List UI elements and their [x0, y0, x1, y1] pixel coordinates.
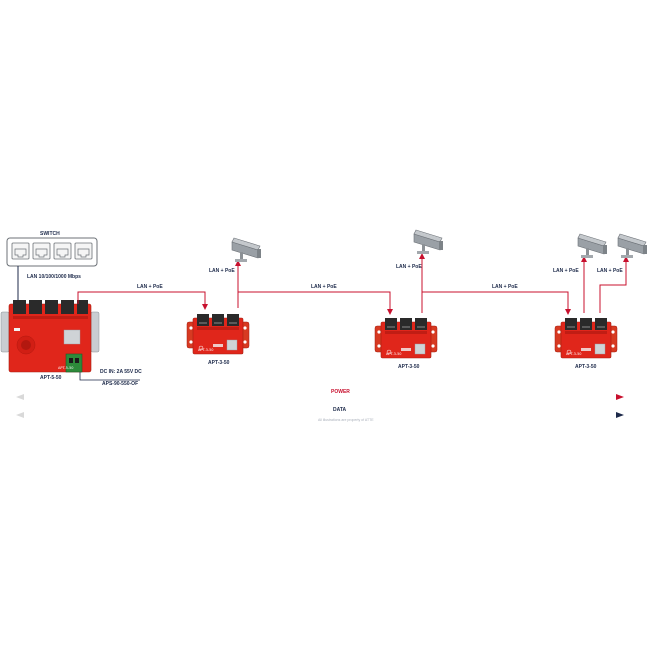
extender-1-name: APT-3-50: [208, 360, 230, 366]
camera-link-3b: [599, 258, 627, 313]
switch-label: SWITCH: [40, 231, 60, 237]
legend-data-arrow: [16, 412, 624, 418]
cctv-camera-icon: [413, 229, 444, 255]
legend-data-label: DATA: [333, 407, 347, 413]
main-unit-board-marking: APT-5-50: [58, 366, 74, 370]
link-label-2: LAN + PoE: [311, 284, 337, 290]
extender-2-name: APT-3-50: [398, 364, 420, 370]
camera-label-2: LAN + PoE: [396, 264, 422, 270]
link-segment-2: [237, 291, 391, 313]
extender-device-1: [186, 313, 250, 355]
camera-label-1: LAN + PoE: [209, 268, 235, 274]
cctv-camera-icon: [577, 233, 608, 259]
switch-speed-label: LAN 10/100/1000 Mbps: [27, 274, 81, 280]
main-unit-name: APT-5-50: [40, 375, 62, 381]
extender-device-2: [374, 317, 438, 359]
extender-2-board-marking: APT-3-50: [386, 352, 402, 356]
extender-3-board-marking: APT-3-50: [566, 352, 582, 356]
extender-1-board-marking: APT-3-50: [198, 348, 214, 352]
main-unit-device: [0, 300, 100, 373]
switch-icon: [6, 237, 98, 267]
link-label-3: LAN + PoE: [492, 284, 518, 290]
legend-power-label: POWER: [331, 389, 350, 395]
extender-3-name: APT-3-50: [575, 364, 597, 370]
link-label-1: LAN + PoE: [137, 284, 163, 290]
cctv-camera-icon: [231, 237, 262, 263]
psu-spec: DC IN: 2A 55V DC: [100, 369, 142, 375]
camera-label-3a: LAN + PoE: [553, 268, 579, 274]
legend-power-arrow: [16, 394, 624, 400]
link-segment-3: [421, 291, 569, 313]
copyright-note: All illustrations are property of ATTE: [318, 418, 374, 422]
camera-label-3b: LAN + PoE: [597, 268, 623, 274]
extender-device-3: [554, 317, 618, 359]
power-supply-icon: [65, 353, 140, 381]
psu-name: APS-90-550-OF: [102, 381, 139, 387]
link-segment-1: [77, 291, 206, 308]
cctv-camera-icon: [617, 233, 648, 259]
